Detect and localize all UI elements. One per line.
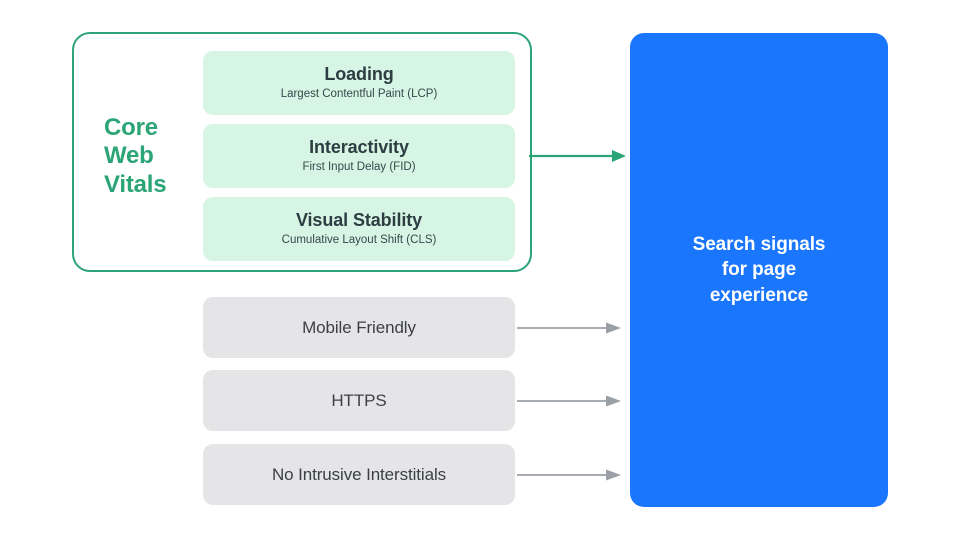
metric-card-interactivity[interactable]: Interactivity First Input Delay (FID) xyxy=(203,124,515,188)
core-web-vitals-label-line-2: Web xyxy=(104,142,154,170)
core-web-vitals-label: Core Web Vitals xyxy=(104,114,196,199)
core-web-vitals-group xyxy=(72,32,532,272)
metric-title: Loading xyxy=(324,63,394,84)
metric-card-visual-stability[interactable]: Visual Stability Cumulative Layout Shift… xyxy=(203,197,515,261)
signal-card-https[interactable]: HTTPS xyxy=(203,370,515,431)
arrow-right-green-icon xyxy=(529,150,626,162)
arrow-right-gray-icon-interstitials xyxy=(517,469,621,481)
search-signals-text: Search signals for page experience xyxy=(692,234,826,306)
signal-label: No Intrusive Interstitials xyxy=(271,464,447,484)
core-web-vitals-label-line-1: Core xyxy=(104,114,158,141)
metric-subtitle: First Input Delay (FID) xyxy=(302,160,416,173)
metric-card-loading[interactable]: Loading Largest Contentful Paint (LCP) xyxy=(203,51,515,115)
metric-subtitle: Largest Contentful Paint (LCP) xyxy=(280,87,438,100)
signal-label: Mobile Friendly xyxy=(302,317,416,337)
signal-label: HTTPS xyxy=(331,390,387,410)
arrow-right-gray-icon-https xyxy=(517,395,621,407)
metric-subtitle: Cumulative Layout Shift (CLS) xyxy=(281,233,437,246)
arrow-right-gray-icon-mobile-friendly xyxy=(517,322,621,334)
signal-card-no-intrusive-interstitials[interactable]: No Intrusive Interstitials xyxy=(203,444,515,505)
metric-title: Visual Stability xyxy=(295,209,423,230)
core-web-vitals-label-line-3: Vitals xyxy=(104,170,167,198)
search-signals-panel[interactable]: Search signals for page experience xyxy=(630,33,888,507)
metric-title: Interactivity xyxy=(309,136,409,157)
signal-card-mobile-friendly[interactable]: Mobile Friendly xyxy=(203,297,515,358)
